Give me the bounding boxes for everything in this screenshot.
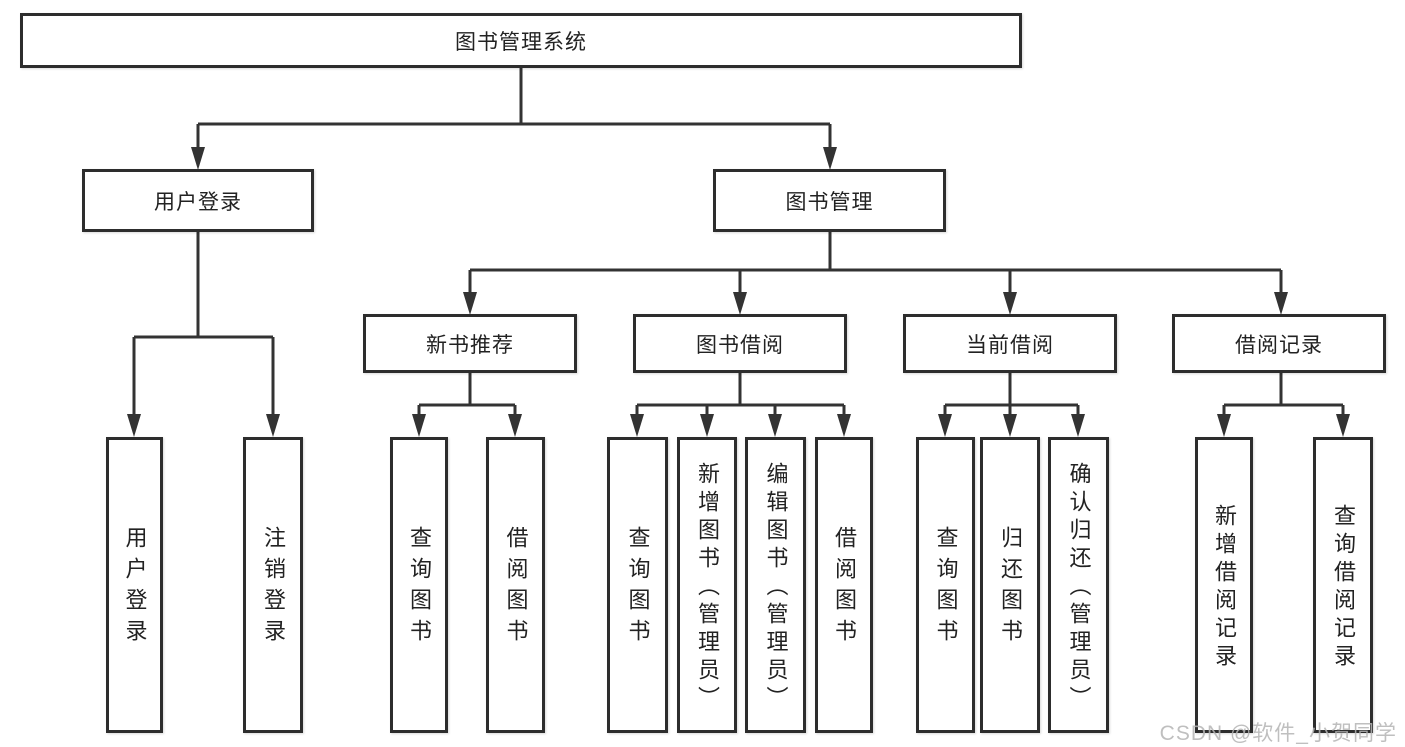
leaf-add-books-admin: 新增图书（管理员） — [677, 437, 737, 733]
leaf-recommend-query-books: 查询图书 — [390, 437, 448, 733]
leaf-user-login: 用户登录 — [106, 437, 163, 733]
node-root: 图书管理系统 — [20, 13, 1022, 68]
arrow-down-icon — [412, 414, 426, 437]
arrow-down-icon — [1003, 292, 1017, 315]
arrow-down-icon — [938, 414, 952, 437]
node-user-login: 用户登录 — [82, 169, 314, 232]
edge-lines — [132, 68, 1345, 430]
csdn-watermark: CSDN @软件_小贺同学 — [1159, 722, 1397, 745]
arrow-down-icon — [127, 414, 141, 437]
arrow-down-icon — [837, 414, 851, 437]
node-new-book-recommend: 新书推荐 — [363, 314, 577, 373]
arrow-down-icon — [630, 414, 644, 437]
arrow-down-icon — [768, 414, 782, 437]
node-current-borrowing: 当前借阅 — [903, 314, 1117, 373]
arrow-down-icon — [1003, 414, 1017, 437]
arrow-down-icon — [191, 147, 205, 170]
arrow-down-icon — [733, 292, 747, 315]
leaf-borrowing-borrow-books: 借阅图书 — [815, 437, 873, 733]
arrow-down-icons — [127, 147, 1350, 437]
node-borrowing-records: 借阅记录 — [1172, 314, 1386, 373]
arrow-down-icon — [700, 414, 714, 437]
node-book-borrowing: 图书借阅 — [633, 314, 847, 373]
leaf-borrowing-query-books: 查询图书 — [607, 437, 668, 733]
arrow-down-icon — [266, 414, 280, 437]
arrow-down-icon — [1217, 414, 1231, 437]
arrow-down-icon — [508, 414, 522, 437]
leaf-recommend-borrow-books: 借阅图书 — [486, 437, 545, 733]
leaf-confirm-return-admin: 确认归还（管理员） — [1048, 437, 1109, 733]
arrow-down-icon — [463, 292, 477, 315]
leaf-add-borrow-record: 新增借阅记录 — [1195, 437, 1253, 733]
leaf-return-books: 归还图书 — [980, 437, 1040, 733]
arrow-down-icon — [1274, 292, 1288, 315]
arrow-down-icon — [1071, 414, 1085, 437]
arrow-down-icon — [823, 147, 837, 170]
arrow-down-icon — [1336, 414, 1350, 437]
leaf-query-borrow-record: 查询借阅记录 — [1313, 437, 1373, 733]
leaf-edit-books-admin: 编辑图书（管理员） — [745, 437, 806, 733]
leaf-current-query-books: 查询图书 — [916, 437, 975, 733]
leaf-logout: 注销登录 — [243, 437, 303, 733]
node-book-management: 图书管理 — [713, 169, 946, 232]
